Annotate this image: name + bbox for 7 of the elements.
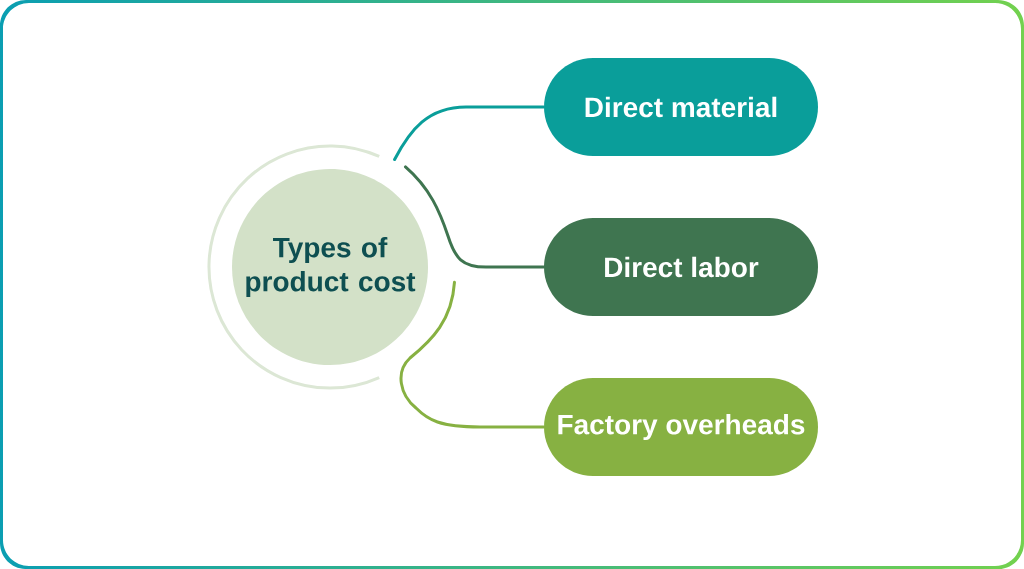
rounded-box: Factory overheads <box>544 378 818 476</box>
connector <box>403 165 546 269</box>
connector <box>399 280 546 429</box>
rounded-box: Direct labor <box>544 218 818 316</box>
rounded-box: Direct material <box>544 58 818 156</box>
circle-node: Types of product cost <box>207 144 428 390</box>
connector <box>393 105 546 161</box>
